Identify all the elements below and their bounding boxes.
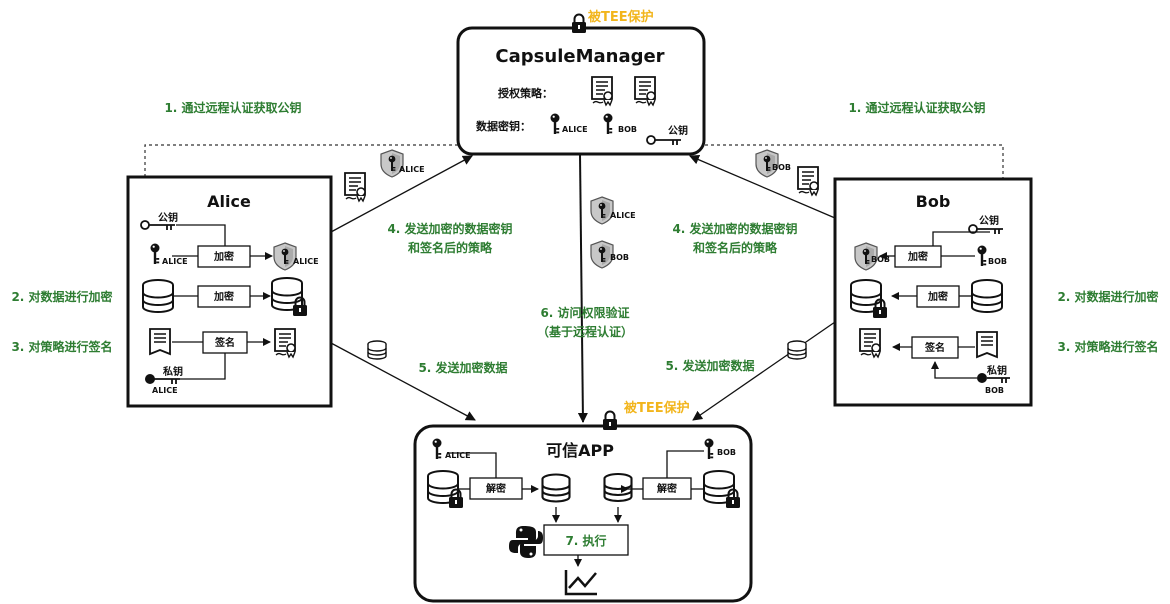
app-execute: 7. 执行 [565,533,606,548]
app-decrypt-right: 解密 [657,482,677,495]
arrow-cm-to-app [577,153,588,423]
bob-sign: 签名 [924,341,945,354]
database-icon [541,473,571,503]
step1-left: 1. 通过远程认证获取公钥 [164,100,301,115]
step4-right-line1: 4. 发送加密的数据密钥 [672,221,797,236]
flow-key-cm-to-app-bob: BOB [610,253,629,262]
step1-right: 1. 通过远程认证获取公钥 [848,100,985,115]
signed-policy-icon [797,166,819,196]
tee-lock-icon [602,410,618,431]
signed-policy-icon [344,172,366,202]
alice-private-key-owner: ALICE [152,386,178,395]
alice-encrypted-key-label: ALICE [293,257,319,266]
policy-doc-icon [149,328,171,355]
encrypted-data-icon [787,340,807,360]
arrow-alice-to-app [330,342,476,421]
capsule-manager-box: 被TEE保护 CapsuleManager 授权策略： 数据密钥： ALICE … [456,9,706,156]
cm-tee-badge: 被TEE保护 [587,9,654,25]
arrow-bob-to-cm [689,154,836,219]
alice-encrypt-data: 加密 [213,290,234,303]
step2-left: 2. 对数据进行加密 [11,289,112,304]
bob-encrypt-data: 加密 [927,290,948,303]
flow-key-cm-to-app-alice: ALICE [610,211,636,220]
cm-auth-policy-label: 授权策略： [498,86,553,100]
encrypted-data-icon [367,340,387,360]
cm-key-alice: ALICE [562,125,588,134]
app-key-bob: BOB [717,448,736,457]
step4-left-line2: 和签名后的策略 [407,240,493,255]
database-icon [603,472,633,503]
database-icon [971,279,1003,313]
alice-key-label: ALICE [162,257,188,266]
step3-left: 3. 对策略进行签名 [11,339,112,354]
cm-key-bob: BOB [618,125,637,134]
alice-encrypt-key: 加密 [213,250,234,263]
alice-public-key: 公钥 [158,211,178,224]
flow-key-alice-to-cm: ALICE [399,165,425,174]
cm-title: CapsuleManager [495,46,664,67]
private-key-icon [977,373,987,383]
app-tee-badge: 被TEE保护 [623,400,690,416]
bob-encrypt-key: 加密 [907,250,928,263]
step5-left: 5. 发送加密数据 [418,360,507,375]
alice-title: Alice [207,192,251,211]
bob-title: Bob [916,192,951,211]
chart-line-icon [564,570,597,596]
step4-left-line1: 4. 发送加密的数据密钥 [387,221,512,236]
database-icon [142,279,174,313]
alice-box: Alice 公钥 ALICE 加密 ALICE 加密 签名 私钥 ALICE [126,175,333,408]
step2-right: 2. 对数据进行加密 [1057,289,1158,304]
cm-public-key: 公钥 [668,124,688,137]
alice-private-key: 私钥 [162,365,183,378]
bob-box: Bob 公钥 BOB 加密 BOB 加密 签名 私钥 BOB [833,177,1033,407]
flow-key-bob-to-cm: BOB [772,163,791,172]
step6-line1: 6. 访问权限验证 [540,305,629,320]
arrow-alice-to-cm [330,155,473,233]
bob-private-key-owner: BOB [985,386,1004,395]
cm-data-key-label: 数据密钥： [476,119,531,133]
trusted-app-box: 被TEE保护 可信APP ALICE BOB 解密 解密 7. 执行 [413,400,753,603]
bob-private-key: 私钥 [986,364,1007,377]
app-decrypt-left: 解密 [486,482,506,495]
app-key-alice: ALICE [445,451,471,460]
bob-key-label: BOB [988,257,1007,266]
step3-right: 3. 对策略进行签名 [1057,339,1158,354]
app-title: 可信APP [546,441,614,460]
alice-sign: 签名 [214,336,235,349]
tee-lock-icon [571,13,587,34]
step6-line2: （基于远程认证） [537,324,633,339]
step4-right-line2: 和签名后的策略 [692,240,778,255]
policy-doc-icon [976,331,998,358]
bob-public-key: 公钥 [979,214,999,227]
python-icon [509,526,543,558]
arrow-bob-to-app [692,321,836,421]
step5-right: 5. 发送加密数据 [665,358,754,373]
